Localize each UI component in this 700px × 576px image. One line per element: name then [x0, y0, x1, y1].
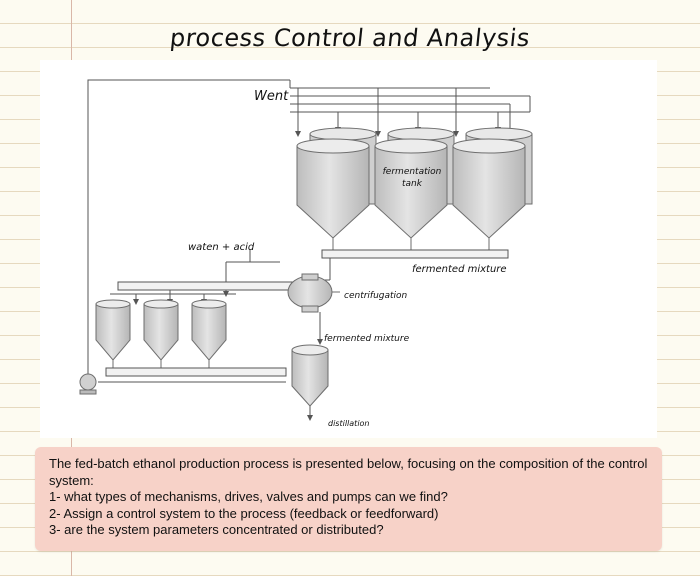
- label-fermentation: fermentation: [383, 167, 442, 177]
- label-tank: tank: [402, 179, 423, 189]
- question-item-1: 1- what types of mechanisms, drives, val…: [49, 489, 448, 504]
- centrifuge: [287, 273, 340, 330]
- label-fermented-mixture-top: fermented mixture: [412, 264, 507, 275]
- feed-pump: [79, 373, 97, 395]
- question-item-3: 3- are the system parameters concentrate…: [49, 522, 384, 537]
- question-intro: The fed-batch ethanol production process…: [49, 456, 648, 488]
- page-title: process Control and Analysis: [168, 24, 532, 52]
- bottom-header: [98, 367, 287, 383]
- fermentation-tanks-front-row: [296, 138, 526, 250]
- small-tanks: [95, 299, 227, 368]
- question-item-2: 2- Assign a control system to the proces…: [49, 505, 439, 521]
- label-fermented-mixture-mid: fermented mixture: [324, 334, 410, 344]
- label-centrifugation: centrifugation: [344, 291, 408, 301]
- label-vent: Went: [254, 89, 289, 104]
- process-diagram: Went fermentation tank waten + acid ferm…: [40, 60, 657, 438]
- distillation-tank: [291, 330, 329, 421]
- label-distillation: distillation: [328, 419, 370, 428]
- vent-manifold: [87, 79, 531, 382]
- label-water-acid: waten + acid: [188, 242, 255, 253]
- question-box: The fed-batch ethanol production process…: [35, 447, 662, 551]
